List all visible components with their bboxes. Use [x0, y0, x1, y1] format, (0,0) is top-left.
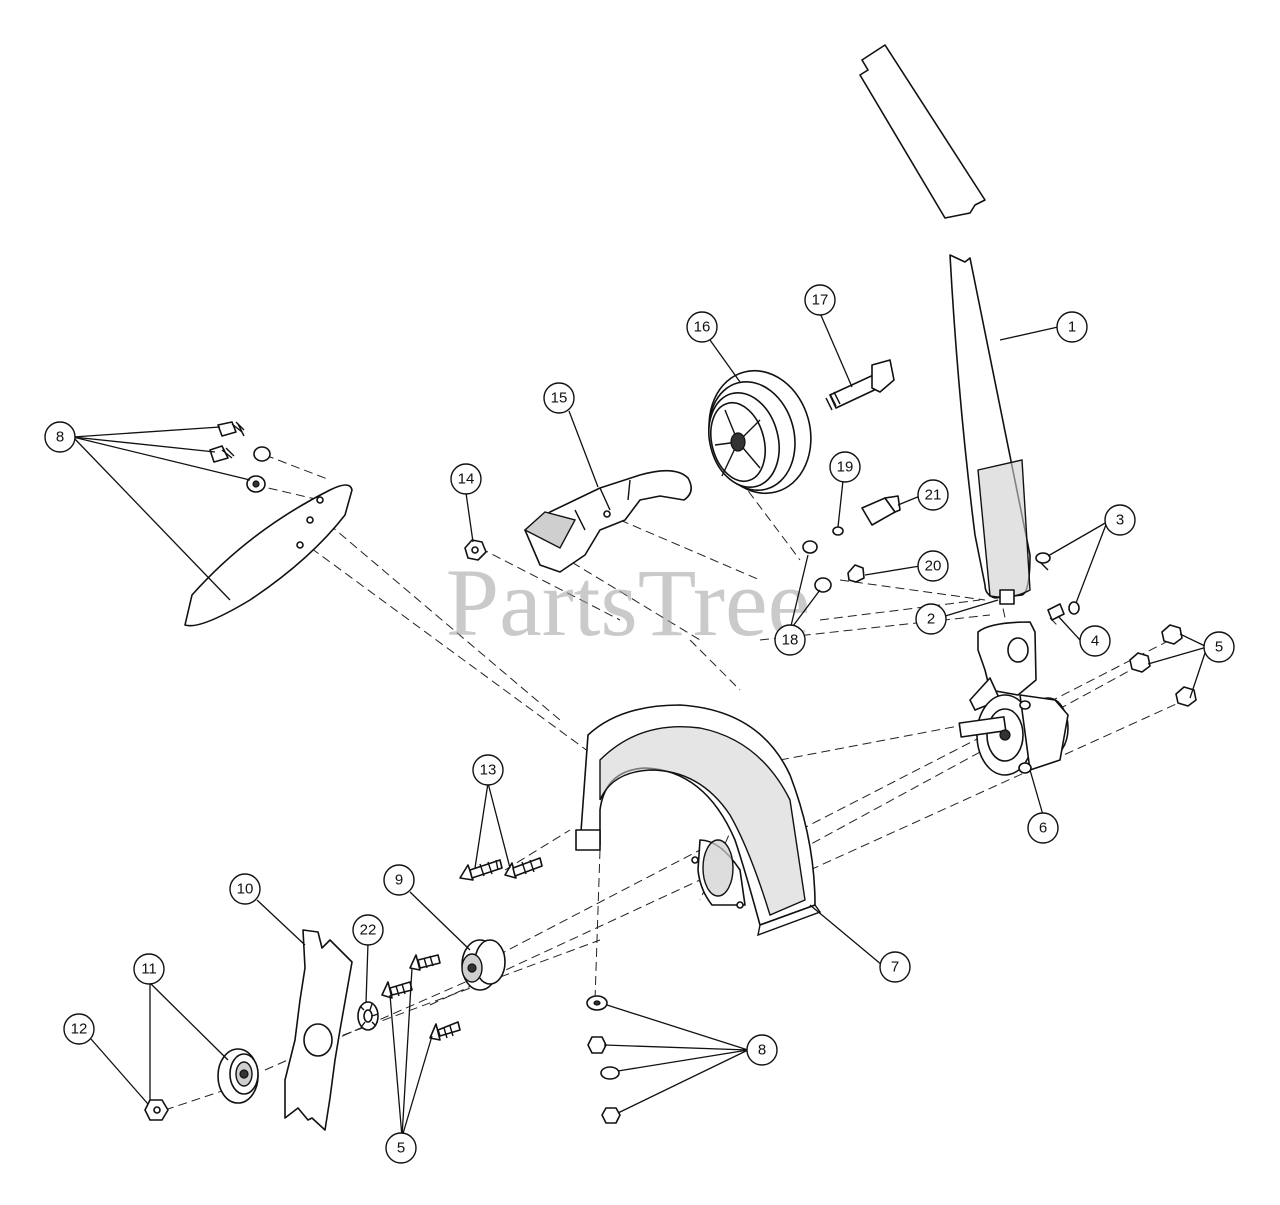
assembly-dashed-lines: [164, 454, 1186, 1111]
carriage-bolts-part: [459, 857, 543, 881]
svg-text:10: 10: [237, 881, 254, 898]
small-fasteners: [802, 495, 901, 593]
callout-12: 12: [63, 1013, 95, 1045]
washers-nuts-8-bottom: [586, 995, 621, 1124]
svg-text:2: 2: [927, 611, 935, 628]
screws-2-3-4: [1035, 552, 1080, 621]
svg-text:14: 14: [458, 471, 475, 488]
svg-text:5: 5: [1215, 639, 1223, 656]
leader-lines: [72, 312, 1208, 1138]
callout-16: 16: [686, 311, 718, 343]
nut-part-12: [144, 1099, 169, 1121]
svg-text:13: 13: [480, 762, 497, 779]
svg-text:22: 22: [360, 922, 377, 939]
svg-text:18: 18: [782, 632, 799, 649]
callout-5-bottom: 5: [385, 1132, 417, 1164]
hub-part: [217, 1048, 259, 1104]
svg-text:17: 17: [812, 292, 829, 309]
svg-text:8: 8: [758, 1042, 766, 1059]
svg-text:3: 3: [1116, 512, 1124, 529]
svg-text:20: 20: [925, 558, 942, 575]
scraper-blade-part: [184, 421, 353, 627]
auger-housing-part: [575, 704, 822, 937]
wheel-part: [708, 369, 812, 495]
wheel-bracket-part: [523, 469, 692, 573]
svg-text:15: 15: [551, 390, 568, 407]
axle-bolt-part: [825, 359, 895, 411]
callout-9: 9: [383, 864, 415, 896]
callout-1: 1: [1056, 311, 1088, 343]
callout-4: 4: [1079, 625, 1111, 657]
svg-text:16: 16: [694, 319, 711, 336]
callout-8-bottom: 8: [746, 1034, 778, 1066]
callout-15: 15: [543, 382, 575, 414]
svg-text:6: 6: [1039, 820, 1047, 837]
handle-tube-part: [859, 44, 1031, 605]
svg-text:21: 21: [925, 487, 942, 504]
bearing-housing-part: [958, 621, 1069, 776]
svg-text:12: 12: [71, 1021, 88, 1038]
callout-11: 11: [133, 953, 165, 985]
callout-5-right: 5: [1203, 631, 1235, 663]
callout-20: 20: [917, 550, 949, 582]
svg-text:5: 5: [397, 1140, 405, 1157]
nuts-5-right: [1129, 624, 1197, 707]
callout-21: 21: [917, 479, 949, 511]
callout-6: 6: [1027, 812, 1059, 844]
svg-text:7: 7: [891, 959, 899, 976]
svg-text:19: 19: [837, 459, 854, 476]
callout-22: 22: [352, 914, 384, 946]
bearing-part: [461, 939, 506, 991]
callout-17: 17: [804, 284, 836, 316]
svg-text:11: 11: [141, 961, 157, 978]
auger-paddle-part: [284, 929, 353, 1131]
callout-19: 19: [829, 451, 861, 483]
callout-14: 14: [450, 463, 482, 495]
watermark-text: PartsTree: [446, 549, 810, 656]
callout-3: 3: [1104, 504, 1136, 536]
svg-text:8: 8: [56, 429, 64, 446]
svg-text:4: 4: [1091, 633, 1099, 650]
callout-13: 13: [472, 754, 504, 786]
bolts-5-lower: [381, 954, 461, 1041]
svg-text:1: 1: [1068, 319, 1076, 336]
svg-text:9: 9: [395, 872, 403, 889]
callout-7: 7: [879, 951, 911, 983]
lock-washer-part: [357, 1001, 379, 1031]
callout-8-top: 8: [44, 421, 76, 453]
nut-part-14: [464, 539, 487, 561]
callout-18: 18: [774, 624, 806, 656]
callout-2: 2: [915, 603, 947, 635]
callout-10: 10: [229, 873, 261, 905]
